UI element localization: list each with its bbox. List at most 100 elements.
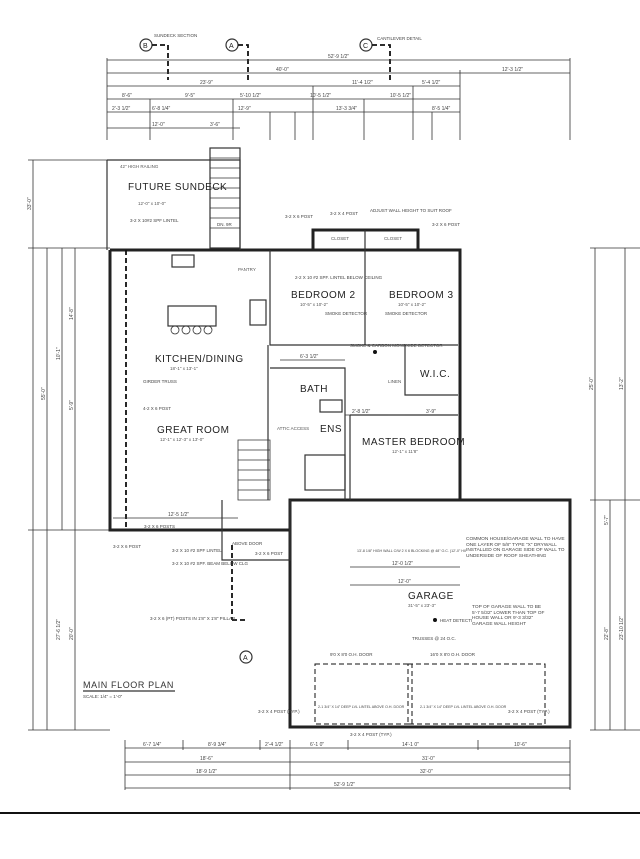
svg-text:12'-0": 12'-0": [152, 122, 165, 128]
garage-door-1: [314, 663, 413, 725]
svg-text:ADJUST WALL HEIGHT TO SUIT ROO: ADJUST WALL HEIGHT TO SUIT ROOF: [370, 208, 452, 213]
svg-text:11'-4 1/2": 11'-4 1/2": [352, 80, 373, 86]
top-dimensions: 52'-9 1/2" 40'-0" 12'-3 1/2" 23'-9" 11'-…: [106, 54, 571, 140]
svg-text:33'-0": 33'-0": [27, 197, 33, 210]
svg-text:5'-9": 5'-9": [69, 400, 75, 410]
svg-text:3-2 X 6 (PT) POSTS IN 1'8" X 1: 3-2 X 6 (PT) POSTS IN 1'8" X 1'8" PILLAR: [150, 616, 236, 621]
section-marker-c[interactable]: C CANTILEVER DETAIL: [359, 36, 422, 82]
svg-text:31'-5" x 23'-3": 31'-5" x 23'-3": [408, 603, 436, 608]
svg-text:6'-1 0": 6'-1 0": [310, 742, 324, 748]
svg-text:10'-5 1/2": 10'-5 1/2": [310, 93, 331, 99]
svg-text:10'-5 1/2": 10'-5 1/2": [390, 93, 411, 99]
svg-text:12'-0": 12'-0": [398, 579, 411, 585]
svg-text:BEDROOM 3: BEDROOM 3: [389, 290, 454, 301]
svg-text:13'-3 3/4": 13'-3 3/4": [336, 106, 357, 112]
svg-text:3-2 X 4 POST: 3-2 X 4 POST: [330, 211, 358, 216]
svg-text:10'-5" x 10'-2": 10'-5" x 10'-2": [300, 302, 328, 307]
svg-text:ENS: ENS: [320, 424, 342, 435]
section-marker-a-bottom[interactable]: A: [239, 650, 253, 664]
svg-text:55'-0": 55'-0": [41, 387, 47, 400]
svg-text:ABOVE DOOR: ABOVE DOOR: [232, 541, 263, 546]
svg-text:16'0 X 8'0 O.H. DOOR: 16'0 X 8'0 O.H. DOOR: [430, 652, 476, 657]
svg-text:10'-1": 10'-1": [56, 347, 62, 360]
svg-text:6'-8 1/4": 6'-8 1/4": [152, 106, 171, 112]
svg-text:2'-8 1/2": 2'-8 1/2": [352, 409, 371, 415]
svg-text:18'-9 1/2": 18'-9 1/2": [196, 769, 217, 775]
svg-text:12'-1" x 12'-3" x 13'-0": 12'-1" x 12'-3" x 13'-0": [160, 437, 204, 442]
svg-text:3-2 X 6 POST: 3-2 X 6 POST: [255, 551, 283, 556]
svg-text:MAIN FLOOR PLAN: MAIN FLOOR PLAN: [83, 680, 174, 690]
svg-text:52'-9 1/2": 52'-9 1/2": [334, 782, 355, 788]
garage-wall-note: TOP OF GARAGE WALL TO BE 5'-7 5/32" LOWE…: [472, 605, 550, 628]
svg-text:18'-6": 18'-6": [200, 756, 213, 762]
svg-text:20'-0": 20'-0": [69, 627, 75, 640]
svg-text:A: A: [229, 43, 234, 50]
svg-text:14'-8": 14'-8": [69, 307, 75, 320]
svg-text:CLOSET: CLOSET: [331, 236, 349, 241]
svg-text:23'-9": 23'-9": [200, 80, 213, 86]
garage-door-2: [407, 663, 546, 725]
svg-text:12'-0" x 10'-0": 12'-0" x 10'-0": [138, 201, 166, 206]
svg-text:2'-3 1/2": 2'-3 1/2": [112, 106, 131, 112]
svg-text:3'-9": 3'-9": [426, 409, 436, 415]
svg-text:B: B: [143, 43, 148, 50]
section-marker-a-top[interactable]: A: [225, 38, 249, 80]
range: [249, 299, 267, 326]
svg-text:W.I.C.: W.I.C.: [420, 369, 450, 380]
svg-text:SMOKE DETECTOR: SMOKE DETECTOR: [325, 311, 368, 316]
svg-text:4-2 X 6 POST: 4-2 X 6 POST: [143, 406, 171, 411]
svg-text:52'-9 1/2": 52'-9 1/2": [328, 54, 349, 60]
bath-tub: [319, 399, 343, 413]
svg-text:2-1 3/4" X 14" DEEP LVL LINTEL: 2-1 3/4" X 14" DEEP LVL LINTEL ABOVE O.H…: [318, 705, 405, 709]
svg-text:8'-9 3/4": 8'-9 3/4": [208, 742, 227, 748]
svg-text:3-2 X 6 POST: 3-2 X 6 POST: [432, 222, 460, 227]
svg-text:PANTRY: PANTRY: [238, 267, 256, 272]
svg-text:12'-3 1/2": 12'-3 1/2": [502, 67, 523, 73]
svg-text:23'-10 1/2": 23'-10 1/2": [619, 616, 625, 640]
svg-text:12'-0 1/2": 12'-0 1/2": [392, 561, 413, 567]
svg-text:3-2 X 4 POST (TYP.): 3-2 X 4 POST (TYP.): [508, 709, 550, 714]
svg-text:GIRDER TRUSS: GIRDER TRUSS: [143, 379, 177, 384]
svg-text:TRUSSES @ 24 O.C.: TRUSSES @ 24 O.C.: [412, 636, 456, 641]
svg-text:HEAT DETECTOR: HEAT DETECTOR: [440, 618, 478, 623]
svg-text:C: C: [363, 43, 368, 50]
svg-text:40'-0": 40'-0": [276, 67, 289, 73]
common-wall-note: COMMON HOUSE/GARAGE WALL TO HAVE ONE LAY…: [466, 537, 566, 560]
svg-text:DN. 9R: DN. 9R: [217, 222, 233, 227]
svg-text:SMOKE & CARBON MONOXIDE DETECT: SMOKE & CARBON MONOXIDE DETECTOR: [350, 343, 443, 348]
svg-text:LINEN: LINEN: [388, 379, 401, 384]
heat-detector-icon: [433, 618, 437, 622]
exterior-walls: [106, 147, 572, 729]
kitchen-sink: [171, 254, 195, 268]
svg-text:6'-7 1/4": 6'-7 1/4": [143, 742, 162, 748]
svg-text:3-2 X 6 POST: 3-2 X 6 POST: [113, 544, 141, 549]
svg-text:27'-6 1/2": 27'-6 1/2": [56, 619, 62, 640]
svg-text:10'-5" x 10'-2": 10'-5" x 10'-2": [398, 302, 426, 307]
svg-text:A: A: [243, 655, 248, 662]
svg-text:GARAGE: GARAGE: [408, 591, 454, 602]
annotations: 3-2 X 10#2 SPF LINTEL DN. 9R 3-2 X 6 POS…: [113, 208, 550, 737]
ens-shower: [304, 454, 346, 491]
svg-text:9'-5": 9'-5": [185, 93, 195, 99]
svg-text:CLOSET: CLOSET: [384, 236, 402, 241]
room-labels: FUTURE SUNDECK 42" HIGH RAILING 12'-0" x…: [120, 164, 465, 608]
svg-text:SCALE: 1/4" = 1'-0": SCALE: 1/4" = 1'-0": [83, 694, 123, 699]
svg-text:MASTER BEDROOM: MASTER BEDROOM: [362, 437, 465, 448]
svg-text:3-2 X 10 #2 SPF. BEAM BELOW CL: 3-2 X 10 #2 SPF. BEAM BELOW CLG: [172, 561, 249, 566]
svg-text:25'-0": 25'-0": [589, 377, 595, 390]
smoke-co-detector-icon: [373, 350, 377, 354]
svg-text:13'-8 1/8" HIGH WALL C/W 2 X 6: 13'-8 1/8" HIGH WALL C/W 2 X 6 BLOCKING …: [357, 549, 513, 553]
svg-text:2-1 3/4" X 14" DEEP LVL LINTEL: 2-1 3/4" X 14" DEEP LVL LINTEL ABOVE O.H…: [420, 705, 507, 709]
svg-text:8'-6": 8'-6": [122, 93, 132, 99]
svg-text:8'-5 1/4": 8'-5 1/4": [432, 106, 451, 112]
svg-text:KITCHEN/DINING: KITCHEN/DINING: [155, 354, 244, 365]
svg-text:2-2 X 10 #2 SPF. LINTEL BELOW: 2-2 X 10 #2 SPF. LINTEL BELOW CEILING: [295, 275, 383, 280]
section-marker-b[interactable]: B SUNDECK SECTION: [139, 33, 197, 80]
svg-text:BEDROOM 2: BEDROOM 2: [291, 290, 356, 301]
svg-text:12'-9": 12'-9": [238, 106, 251, 112]
svg-text:9'0 X 8'0 O.H. DOOR: 9'0 X 8'0 O.H. DOOR: [330, 652, 373, 657]
svg-text:13'-2": 13'-2": [619, 377, 625, 390]
svg-text:22'-8": 22'-8": [604, 627, 610, 640]
svg-text:3-2 X 10 #2 SPF LINTEL: 3-2 X 10 #2 SPF LINTEL: [172, 548, 222, 553]
svg-text:5'-4 1/2": 5'-4 1/2": [422, 80, 441, 86]
